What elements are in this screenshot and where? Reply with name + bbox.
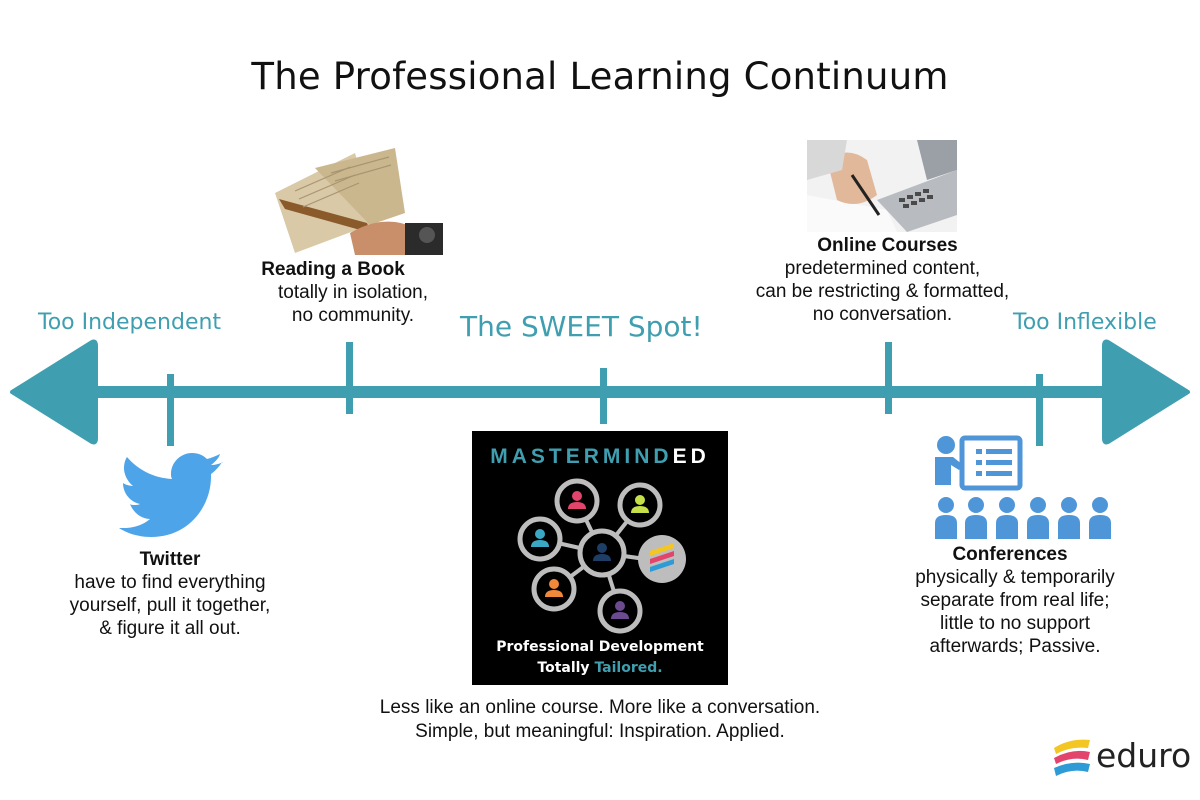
eduro-logo-icon xyxy=(1054,739,1090,776)
presenter-audience-icon xyxy=(935,435,1111,539)
open-book-photo xyxy=(255,143,443,255)
too-independent-label: Too Independent xyxy=(38,310,222,335)
reading-book-item: Reading a Book totally in isolation, no … xyxy=(248,258,458,327)
footer-caption: Less like an online course. More like a … xyxy=(300,696,900,744)
laptop-writing-photo xyxy=(807,140,957,232)
conferences-line: physically & temporarily xyxy=(915,567,1115,588)
tick-twitter xyxy=(167,374,174,446)
twitter-line: yourself, pull it together, xyxy=(69,595,271,616)
online-courses-heading: Online Courses xyxy=(817,235,958,256)
mastermind-tagline: Professional Development Totally Tailore… xyxy=(472,637,728,679)
online-courses-item: Online Courses predetermined content, ca… xyxy=(730,234,1035,326)
online-courses-line: no conversation. xyxy=(812,304,953,325)
tick-conferences xyxy=(1036,374,1043,446)
reading-book-heading: Reading a Book xyxy=(261,259,405,280)
twitter-line: & figure it all out. xyxy=(99,618,241,639)
tick-online xyxy=(885,342,892,414)
mastermind-tagline-line2: Totally Tailored. xyxy=(472,658,728,679)
eduro-logo-word: eduro xyxy=(1096,736,1192,775)
reading-book-line: no community. xyxy=(291,305,415,326)
mastermind-brand: MASTERMINDED xyxy=(472,445,728,469)
conferences-item: Conferences physically & temporarily sep… xyxy=(880,543,1150,658)
tick-book xyxy=(346,342,353,414)
conferences-line: afterwards; Passive. xyxy=(929,636,1101,657)
footer-line: Less like an online course. More like a … xyxy=(379,697,821,718)
mastermind-tagline-line1: Professional Development xyxy=(496,639,704,655)
reading-book-line: totally in isolation, xyxy=(278,282,428,303)
mastermind-brand-white: ED xyxy=(672,445,710,468)
twitter-item: Twitter have to find everything yourself… xyxy=(40,548,300,640)
online-courses-line: can be restricting & formatted, xyxy=(755,281,1010,302)
footer-line: Simple, but meaningful: Inspiration. App… xyxy=(415,721,785,742)
right-arrowhead xyxy=(1102,339,1190,445)
twitter-heading: Twitter xyxy=(139,549,201,570)
mastermind-brand-teal: MASTERMIND xyxy=(490,445,673,468)
conferences-line: separate from real life; xyxy=(920,590,1110,611)
left-arrowhead xyxy=(10,339,98,445)
sweet-spot-label: The SWEET Spot! xyxy=(460,310,703,343)
mastermind-ed-graphic: MASTERMINDED xyxy=(472,431,728,685)
continuum-arrow xyxy=(10,339,1190,446)
online-courses-line: predetermined content, xyxy=(784,258,981,279)
tick-sweet-spot xyxy=(600,368,607,424)
network-diagram xyxy=(517,478,686,634)
conferences-heading: Conferences xyxy=(952,544,1068,565)
tagline-totally: Totally xyxy=(537,660,590,676)
too-inflexible-label: Too Inflexible xyxy=(1013,310,1157,335)
twitter-line: have to find everything xyxy=(74,572,266,593)
twitter-bird-icon xyxy=(119,453,223,537)
conferences-line: little to no support xyxy=(940,613,1090,634)
tagline-tailored: Tailored. xyxy=(594,660,663,676)
page-title: The Professional Learning Continuum xyxy=(251,55,949,98)
